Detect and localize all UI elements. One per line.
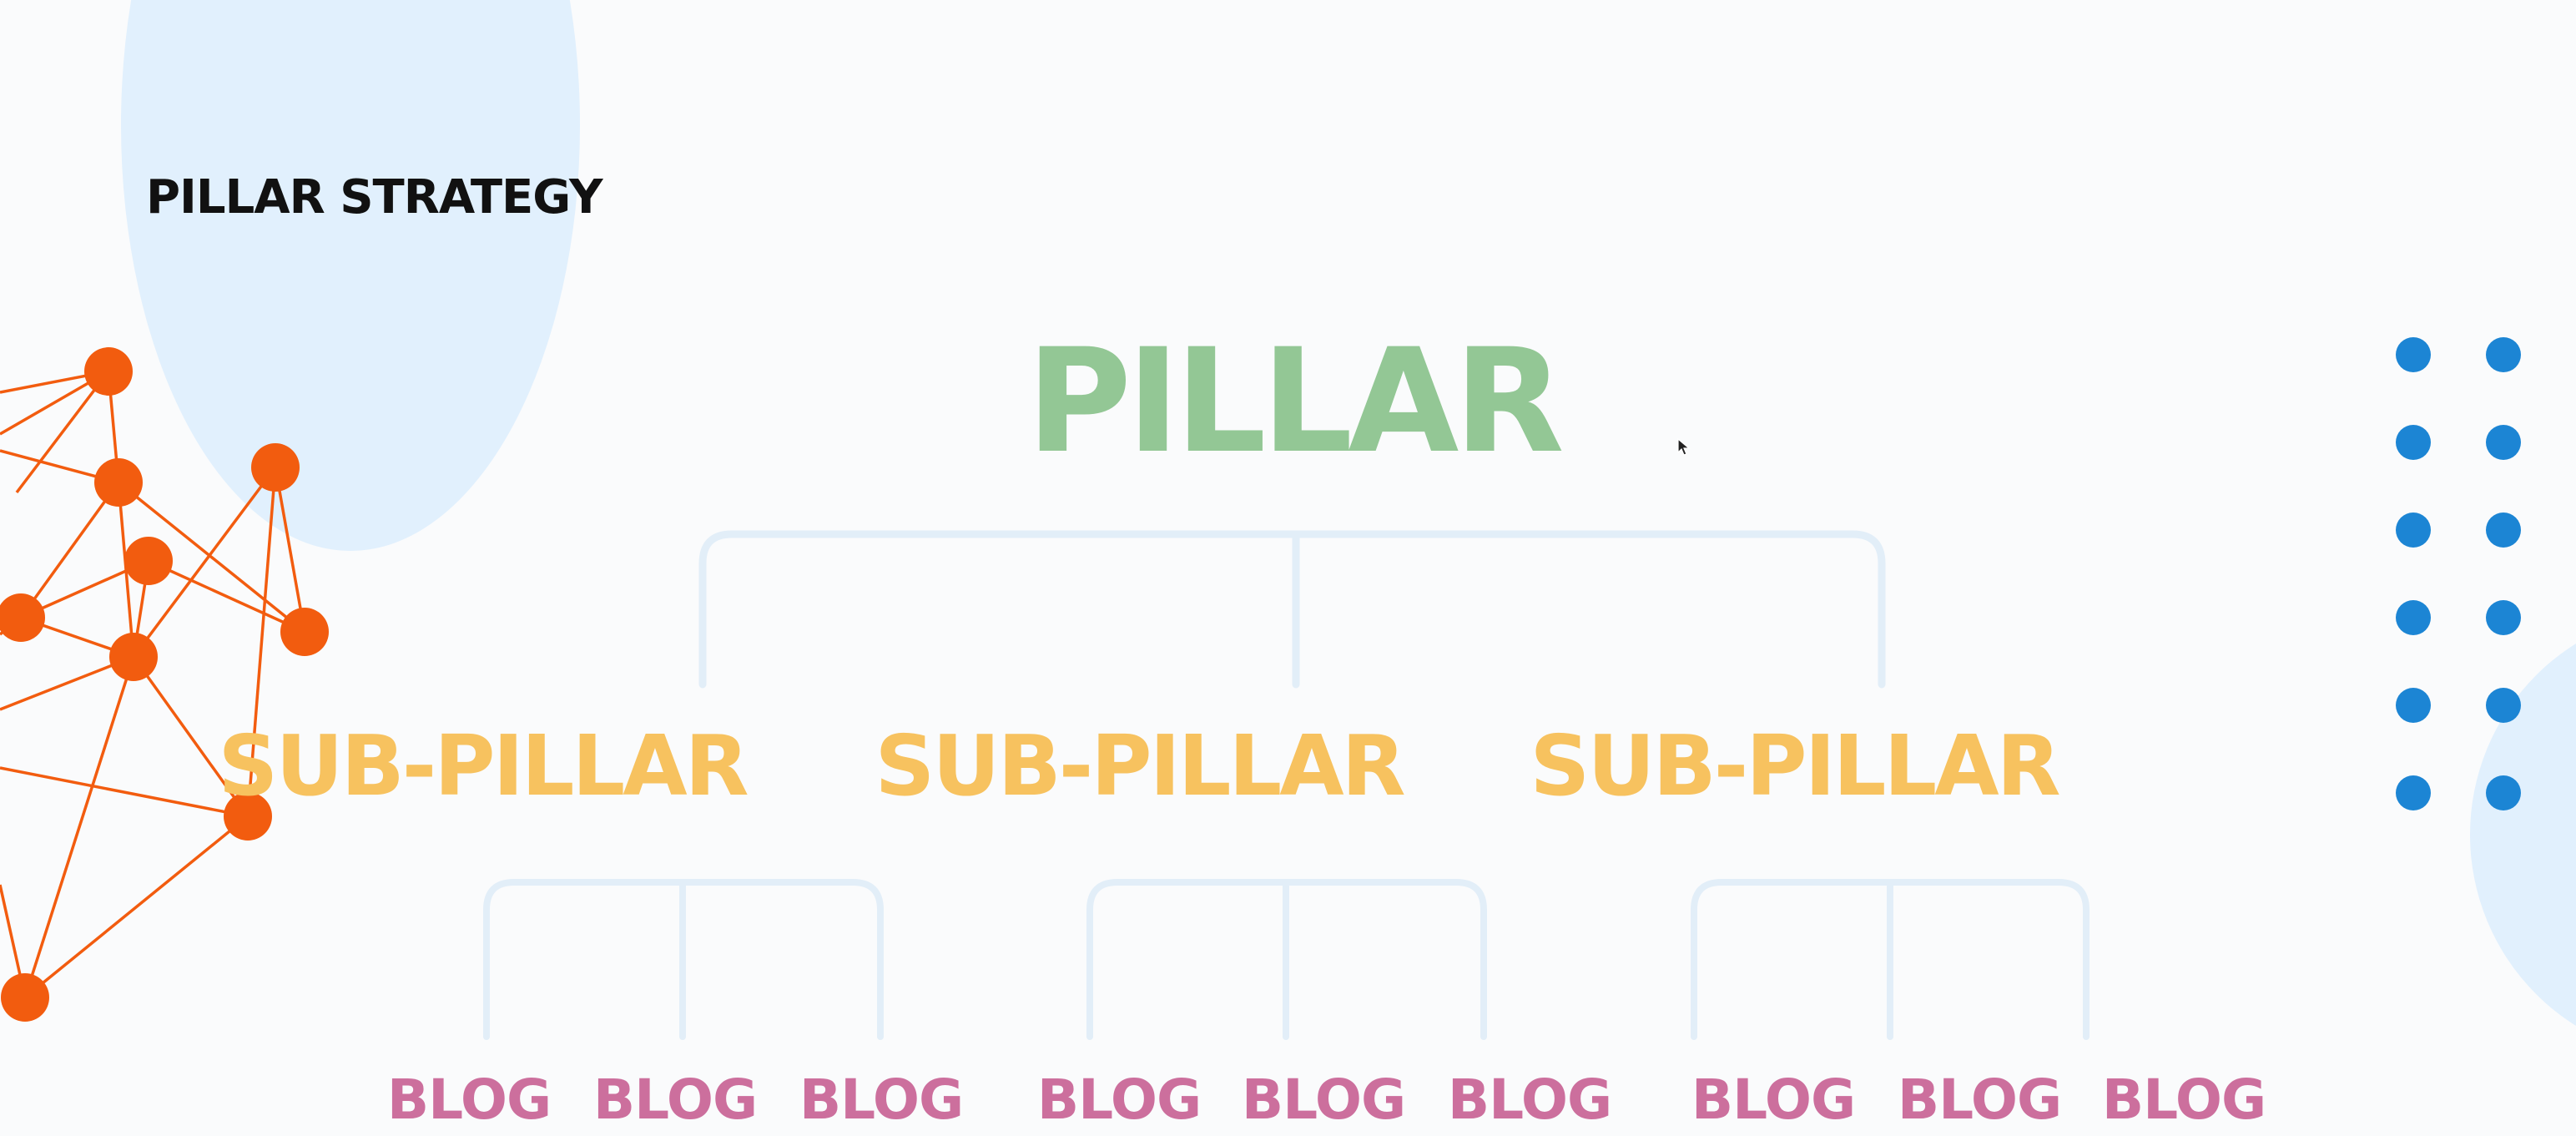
blog-node: BLOG bbox=[1241, 1068, 1406, 1132]
blog-node: BLOG bbox=[1691, 1068, 1856, 1132]
sub-pillar-node-3: SUB-PILLAR bbox=[1530, 717, 2060, 815]
blog-node: BLOG bbox=[799, 1068, 964, 1132]
background-circle-top-left bbox=[121, 0, 580, 551]
network-graph-decoration bbox=[0, 347, 329, 1022]
dot-grid-decoration bbox=[2396, 337, 2521, 810]
mouse-pointer-icon bbox=[1677, 438, 1691, 456]
pillar-connector bbox=[698, 530, 1886, 689]
slide-title: PILLAR STRATEGY bbox=[146, 170, 603, 225]
blog-node: BLOG bbox=[2101, 1068, 2266, 1132]
sub-pillar-connector-3 bbox=[1691, 879, 2090, 1040]
blog-node: BLOG bbox=[386, 1068, 552, 1132]
blog-node: BLOG bbox=[592, 1068, 758, 1132]
blog-node: BLOG bbox=[1897, 1068, 2062, 1132]
sub-pillar-connector-1 bbox=[483, 879, 884, 1040]
background-circle-right bbox=[2470, 644, 2576, 1026]
sub-pillar-node-2: SUB-PILLAR bbox=[875, 717, 1405, 815]
pillar-node: PILLAR bbox=[1026, 317, 1565, 485]
sub-pillar-connector-2 bbox=[1086, 879, 1487, 1040]
blog-node: BLOG bbox=[1036, 1068, 1202, 1132]
blog-node: BLOG bbox=[1447, 1068, 1612, 1132]
sub-pillar-connectors bbox=[483, 879, 2090, 1040]
sub-pillar-node-1: SUB-PILLAR bbox=[218, 717, 749, 815]
